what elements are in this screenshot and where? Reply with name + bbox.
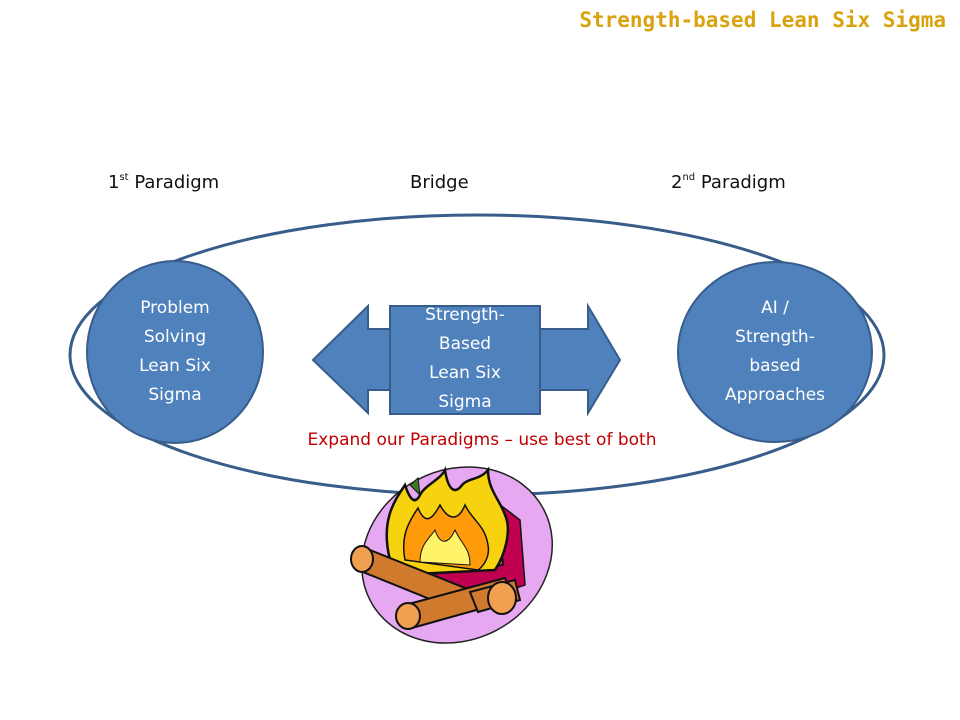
left-circle-text: Problem Solving Lean Six Sigma: [139, 298, 211, 405]
left-circle: [86, 260, 264, 444]
center-box-text: Strength- Based Lean Six Sigma: [425, 305, 505, 412]
right-circle-text: AI / Strength- based Approaches: [724, 298, 826, 405]
bridge-label: Bridge: [410, 172, 469, 193]
caption-text: Expand our Paradigms – use best of both: [307, 430, 657, 450]
center-box: [389, 305, 541, 415]
campfire-icon: [350, 465, 554, 644]
right-circle: [677, 261, 873, 443]
paradigm-1-label: 1st Paradigm: [108, 172, 220, 193]
slide-title: Strength-based Lean Six Sigma: [579, 8, 946, 32]
paradigm-2-label: 2nd Paradigm: [671, 172, 786, 193]
